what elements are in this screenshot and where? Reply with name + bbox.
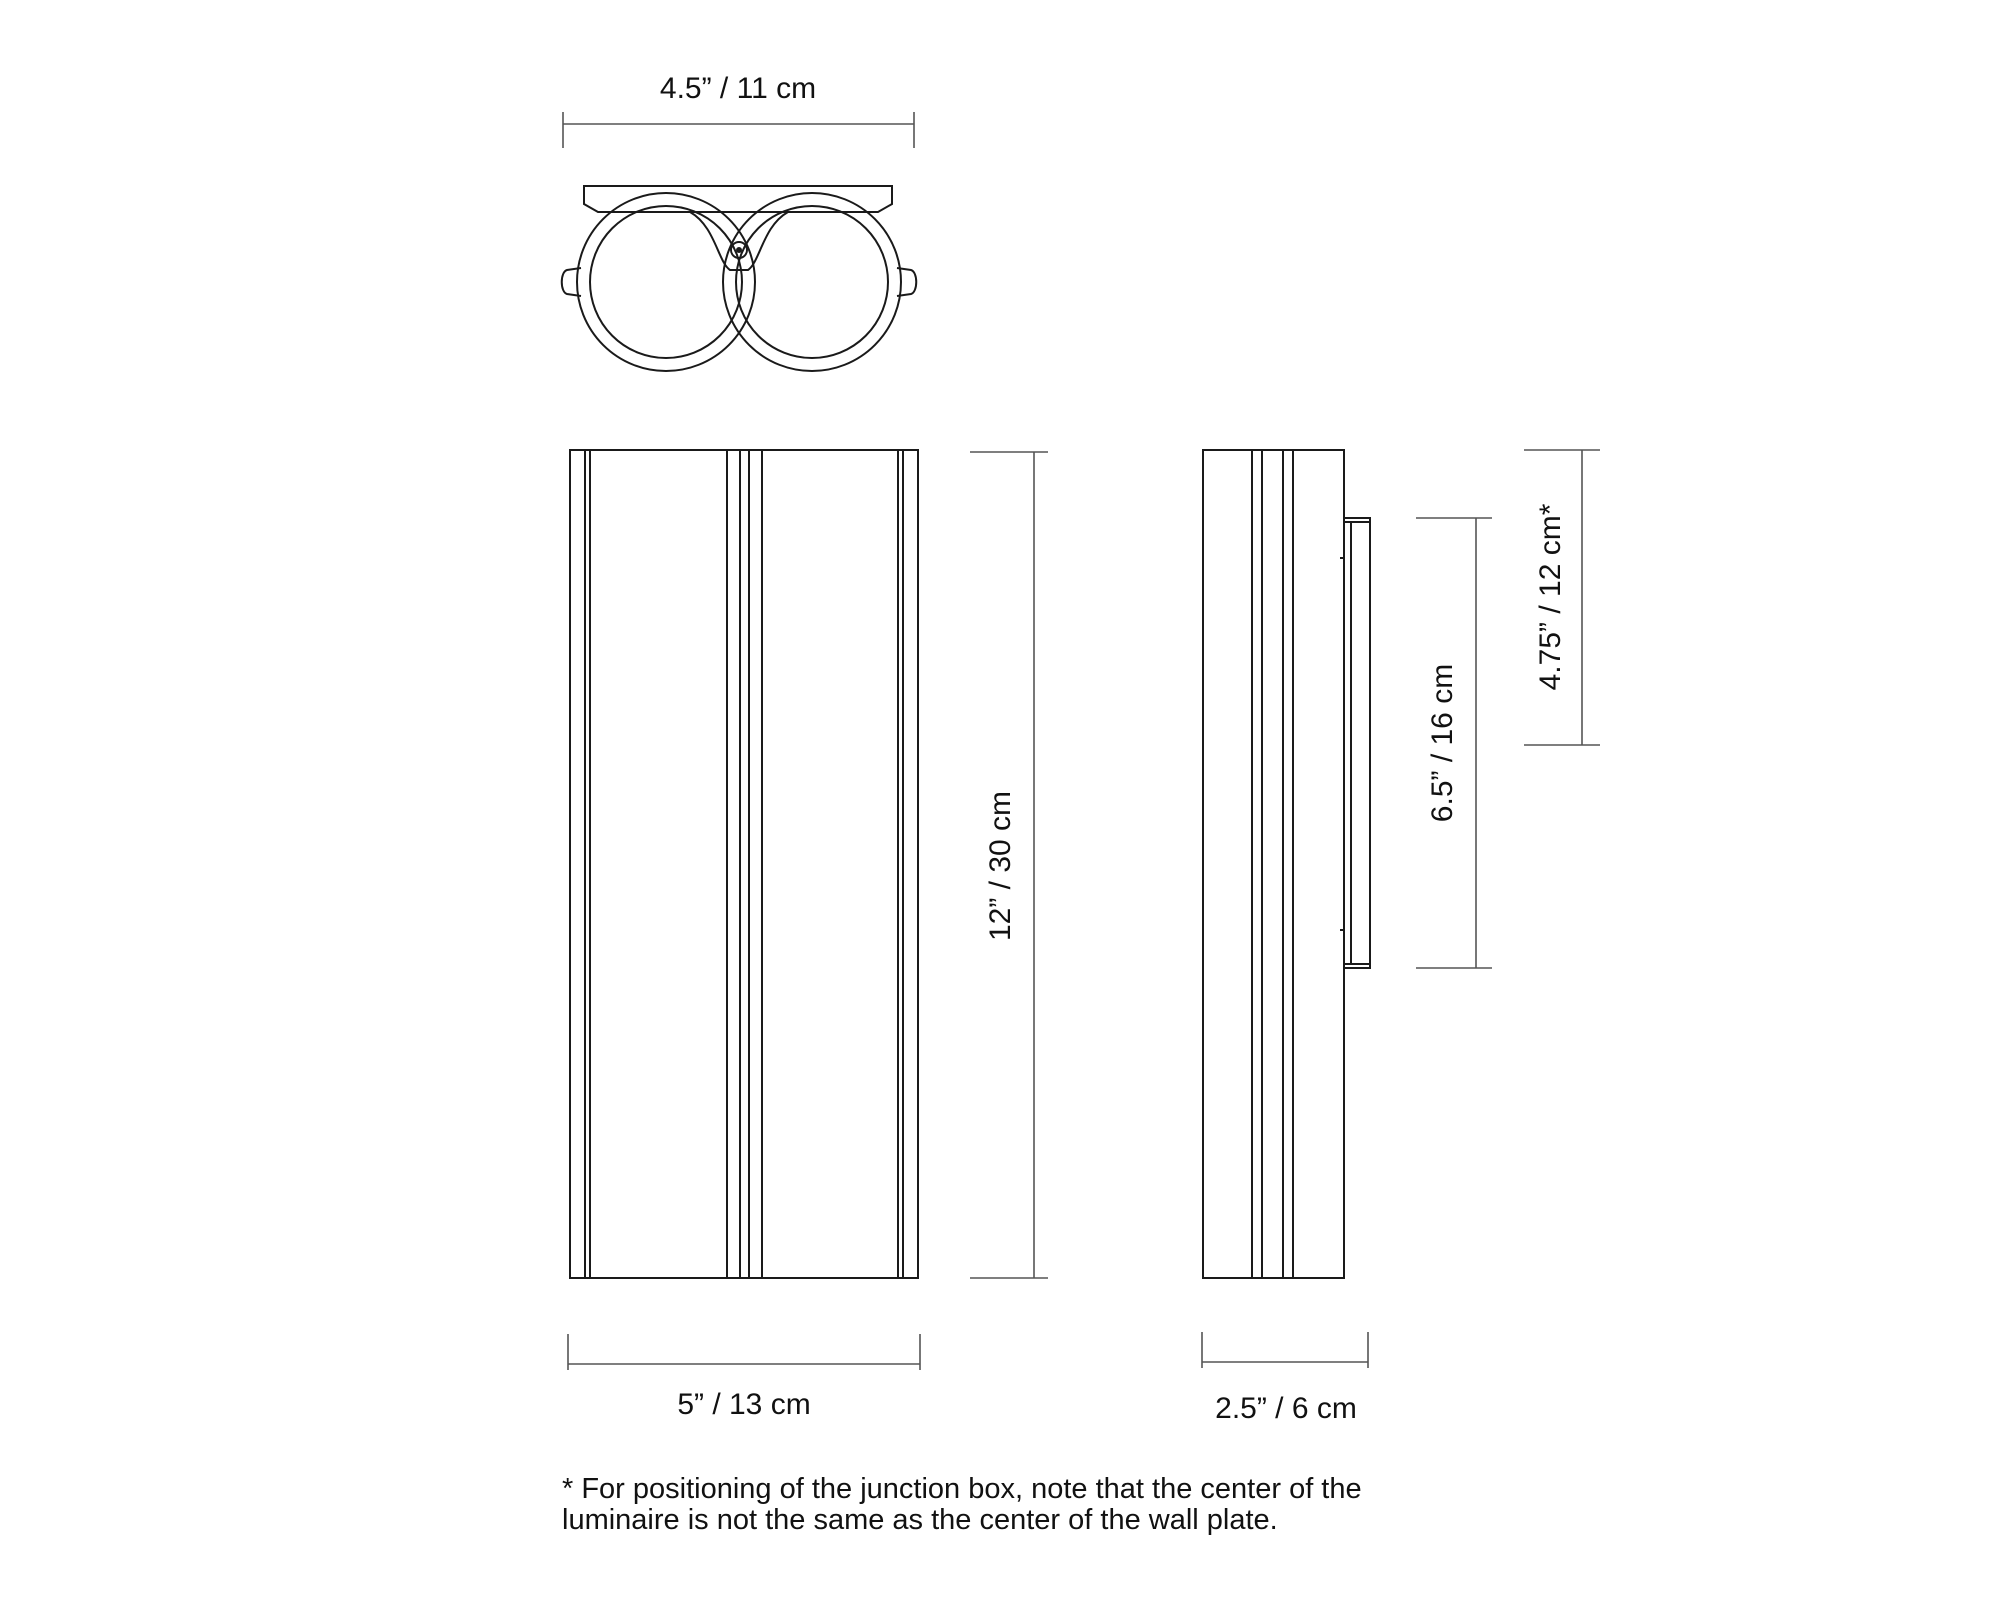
footnote: * For positioning of the junction box, n… xyxy=(562,1474,1562,1536)
footnote-line-2: luminaire is not the same as the center … xyxy=(562,1504,1278,1536)
screw-icon xyxy=(730,241,748,259)
side-width-label: 2.5” / 6 cm xyxy=(1215,1392,1357,1425)
junction-offset-label: 4.75” / 12 cm* xyxy=(1534,503,1567,690)
front-width-dimension: 5” / 13 cm xyxy=(567,1334,921,1421)
top-left-lens xyxy=(560,192,756,372)
side-wall-plate xyxy=(1340,517,1371,969)
front-height-label: 12” / 30 cm xyxy=(984,791,1017,941)
top-wall-plate xyxy=(583,185,893,213)
top-view: 4.5” / 11 cm xyxy=(560,72,918,372)
top-width-label: 4.5” / 11 cm xyxy=(660,72,816,105)
plate-height-dimension: 6.5” / 16 cm xyxy=(1416,517,1492,969)
top-width-dimension: 4.5” / 11 cm xyxy=(562,72,915,148)
front-body xyxy=(569,449,919,1279)
side-body xyxy=(1202,449,1345,1279)
front-height-dimension: 12” / 30 cm xyxy=(970,451,1048,1279)
side-view: 6.5” / 16 cm 4.75” / 12 cm* 2.5” / 6 cm xyxy=(1201,449,1600,1425)
front-width-label: 5” / 13 cm xyxy=(677,1388,810,1421)
top-bridge xyxy=(689,211,789,271)
footnote-line-1: * For positioning of the junction box, n… xyxy=(562,1473,1362,1505)
front-view: 12” / 30 cm 5” / 13 cm xyxy=(567,449,1048,1421)
top-right-lens xyxy=(722,192,918,372)
plate-height-label: 6.5” / 16 cm xyxy=(1426,664,1459,822)
junction-offset-dimension: 4.75” / 12 cm* xyxy=(1524,449,1600,746)
side-width-dimension: 2.5” / 6 cm xyxy=(1201,1332,1369,1425)
